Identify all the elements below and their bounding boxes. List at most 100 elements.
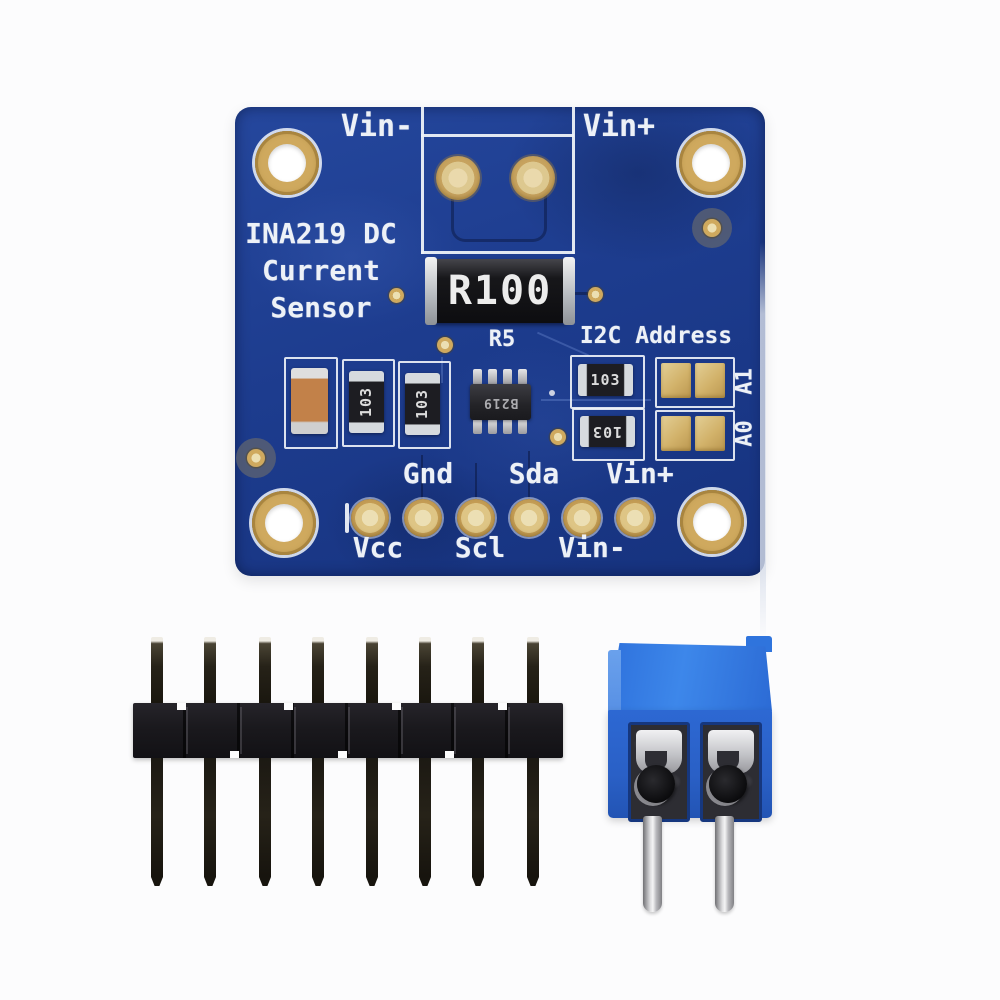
- jumper-pads-a0-outline: [655, 410, 735, 461]
- header-pin-top: [259, 637, 271, 703]
- header-pin-bottom: [527, 758, 539, 886]
- header-pin-bottom: [472, 758, 484, 886]
- pin-hole-vin-plus: [616, 499, 654, 537]
- mounting-hole-top-left: [255, 131, 319, 195]
- resistor-left-1: 103: [349, 371, 384, 433]
- header-segment-groove: [237, 703, 242, 758]
- pin-label-vin-minus: Vin-: [558, 531, 626, 564]
- pin-hole-vcc: [351, 499, 389, 537]
- terminal-top-face: [608, 643, 772, 711]
- jumper-pad: [661, 416, 691, 451]
- screw-terminal-block: [608, 636, 772, 912]
- pcb-board: R100 Vin- Vin+ INA219 DC Current Sensor …: [235, 107, 766, 642]
- pin-hole-scl: [457, 499, 495, 537]
- header-pin-top: [472, 637, 484, 703]
- header-pin-top: [151, 637, 163, 703]
- header-pin-bottom: [151, 758, 163, 886]
- i2c-resistor-2: 103: [580, 416, 635, 447]
- header-notch: [230, 751, 239, 758]
- jumper-pad: [695, 416, 725, 451]
- pin-label-gnd: Gnd: [402, 457, 454, 490]
- terminal-wire-hole: [637, 765, 675, 803]
- header-pin-top: [366, 637, 378, 703]
- via: [588, 287, 603, 302]
- label-a0: A0: [732, 420, 758, 447]
- trace-scl: [475, 463, 477, 499]
- pin-label-vcc: Vcc: [352, 531, 404, 564]
- via: [550, 429, 566, 445]
- trace-sda: [528, 451, 530, 499]
- header-segment-groove: [505, 703, 510, 758]
- mounting-hole-top-right: [679, 131, 743, 195]
- header-segment-groove: [345, 703, 350, 758]
- shunt-box-line-left: [421, 107, 424, 254]
- terminal-wire-hole: [709, 765, 747, 803]
- shunt-resistor: R100: [425, 257, 575, 325]
- header-pin-top: [204, 637, 216, 703]
- header-plastic-body: [133, 703, 563, 758]
- header-notch: [392, 703, 401, 710]
- board-title-line-2: Current: [261, 254, 380, 287]
- ic-pin: [518, 419, 527, 434]
- shunt-box-line-bottom: [421, 251, 574, 254]
- header-notch: [284, 703, 293, 710]
- header-notch: [177, 703, 186, 710]
- header-notch: [338, 751, 347, 758]
- jumper-pads-a1-outline: [655, 357, 735, 408]
- mounting-hole-bottom-right: [680, 490, 744, 554]
- ic-pin: [488, 419, 497, 434]
- header-pin-bottom: [312, 758, 324, 886]
- header-pin-bottom: [366, 758, 378, 886]
- terminal-opening-1: [628, 722, 690, 822]
- label-a1: A1: [732, 368, 758, 395]
- header-notch: [498, 703, 507, 710]
- resistor-marking: 103: [592, 422, 623, 441]
- capacitor: [291, 368, 328, 434]
- shunt-trace: [451, 185, 547, 242]
- jumper-pad: [661, 363, 691, 398]
- shunt-pad-right: [511, 156, 555, 200]
- ic-marking: B219: [482, 394, 519, 410]
- ic-pin: [473, 369, 482, 385]
- mounting-hole-bottom-left: [252, 491, 316, 555]
- ic-pin: [503, 419, 512, 434]
- pin-label-vin-plus: Vin+: [606, 457, 674, 490]
- header-pin-top: [312, 637, 324, 703]
- resistor-marking: 103: [357, 386, 376, 418]
- pin-hole-sda: [510, 499, 548, 537]
- resistor-marking: 103: [413, 388, 432, 420]
- terminal-opening-2: [700, 722, 762, 822]
- jumper-pad: [695, 363, 725, 398]
- board-title-line-3: Sensor: [270, 291, 372, 324]
- pin-hole-vin-minus: [563, 499, 601, 537]
- label-vin-minus-top: Vin-: [340, 109, 414, 144]
- header-segment-groove: [291, 703, 296, 758]
- pin-hole-gnd: [404, 499, 442, 537]
- label-r5: R5: [488, 327, 516, 352]
- resistor-left-2: 103: [405, 373, 440, 435]
- via: [247, 449, 265, 467]
- resistor-left-1-outline: [342, 359, 395, 447]
- ic-pin1-dot: [549, 390, 555, 396]
- header-pin-top: [419, 637, 431, 703]
- ic-pin: [518, 369, 527, 385]
- shunt-resistor-marking: R100: [447, 268, 553, 314]
- via: [437, 337, 453, 353]
- i2c-resistor-2-outline: [572, 408, 645, 461]
- trace-r100-via: [571, 292, 593, 295]
- header-notch: [445, 751, 454, 758]
- board-title-line-1: INA219 DC: [245, 217, 397, 250]
- shunt-box-line-top: [421, 134, 574, 137]
- trace-i2c-2: [541, 399, 651, 401]
- label-vin-plus-top: Vin+: [582, 109, 656, 144]
- board-edge-highlight: [760, 242, 766, 642]
- terminal-pin-1: [643, 816, 662, 912]
- board-title: INA219 DC Current Sensor: [235, 215, 407, 326]
- i2c-resistor-1: 103: [578, 364, 633, 396]
- capacitor-outline: [284, 357, 338, 449]
- trace-ic-1: [441, 357, 443, 383]
- header-pin-bottom: [419, 758, 431, 886]
- ic-pin: [488, 369, 497, 385]
- trace-gnd: [421, 455, 423, 499]
- ic-chip: B219: [470, 384, 531, 420]
